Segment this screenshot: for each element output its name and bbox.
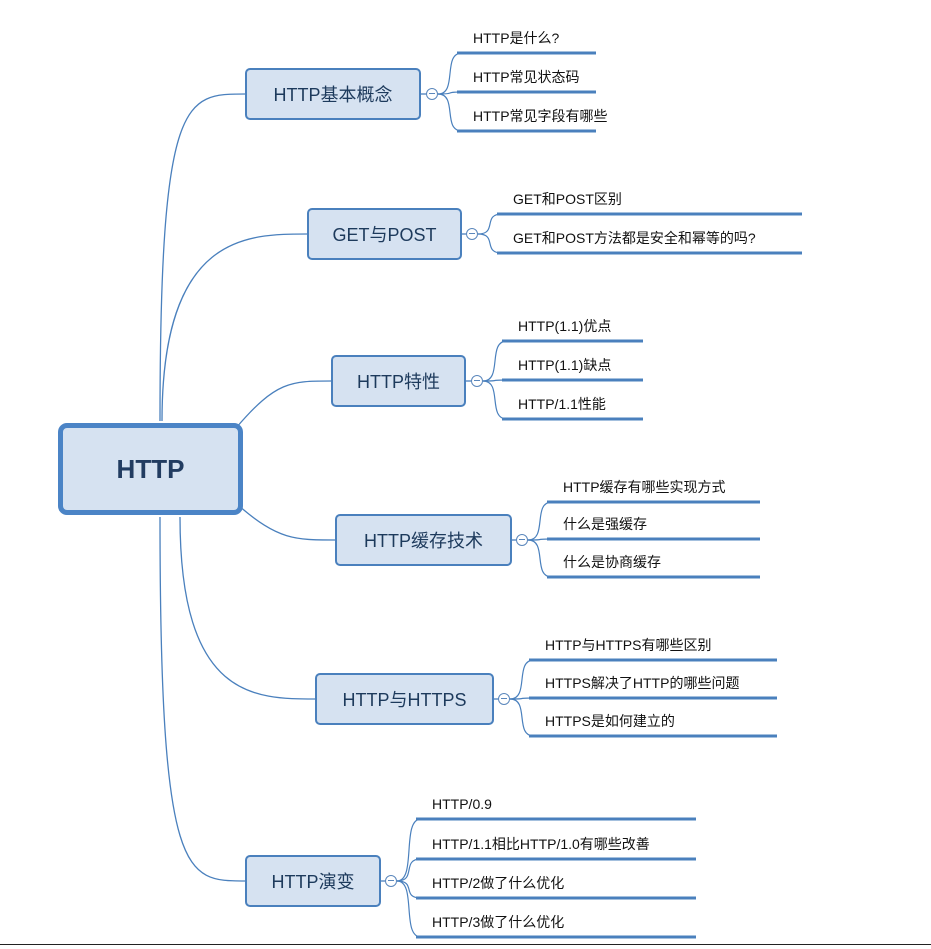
leaf-topic[interactable]: 什么是协商缓存 [563,554,661,570]
leaf-topic[interactable]: HTTP/1.1性能 [518,396,606,412]
root-node[interactable]: HTTP [58,423,243,515]
branch-node-1[interactable]: HTTP基本概念 [245,68,421,120]
branch-node-2[interactable]: GET与POST [307,208,462,260]
branch-node-6[interactable]: HTTP演变 [245,855,381,907]
collapse-icon[interactable] [426,88,438,100]
root-branch-connector [237,504,336,541]
collapse-icon[interactable] [466,228,478,240]
collapse-icon[interactable] [471,375,483,387]
root-branch-connector [179,516,316,700]
branch-node-3[interactable]: HTTP特性 [331,355,466,407]
leaf-topic[interactable]: HTTP/0.9 [432,796,492,812]
leaf-topic[interactable]: 什么是强缓存 [563,516,647,532]
leaf-topic[interactable]: HTTP/1.1相比HTTP/1.0有哪些改善 [432,836,650,852]
collapse-icon[interactable] [385,875,397,887]
branch-node-5[interactable]: HTTP与HTTPS [315,673,494,725]
leaf-topic[interactable]: HTTP(1.1)优点 [518,318,612,334]
leaf-topic[interactable]: HTTPS解决了HTTP的哪些问题 [545,675,740,691]
root-branch-connector [235,380,332,429]
leaf-topic[interactable]: HTTP是什么? [473,30,560,46]
leaf-topic[interactable]: HTTP/2做了什么优化 [432,875,565,891]
root-branch-connector [159,516,246,882]
collapse-icon[interactable] [516,534,528,546]
branch-node-4[interactable]: HTTP缓存技术 [335,514,512,566]
leaf-topic[interactable]: HTTP(1.1)缺点 [518,357,612,373]
root-branch-connector [161,233,308,422]
leaf-topic[interactable]: HTTPS是如何建立的 [545,713,675,729]
leaf-topic[interactable]: HTTP/3做了什么优化 [432,914,565,930]
root-branch-connector [159,93,246,422]
leaf-topic[interactable]: HTTP与HTTPS有哪些区别 [545,637,712,653]
leaf-topic[interactable]: HTTP常见字段有哪些 [473,108,608,124]
leaf-topic[interactable]: GET和POST方法都是安全和幂等的吗? [513,230,756,246]
leaf-topic[interactable]: HTTP常见状态码 [473,69,580,85]
page-bottom-divider [0,944,931,945]
collapse-icon[interactable] [498,693,510,705]
leaf-topic[interactable]: HTTP缓存有哪些实现方式 [563,479,726,495]
leaf-topic[interactable]: GET和POST区别 [513,191,622,207]
